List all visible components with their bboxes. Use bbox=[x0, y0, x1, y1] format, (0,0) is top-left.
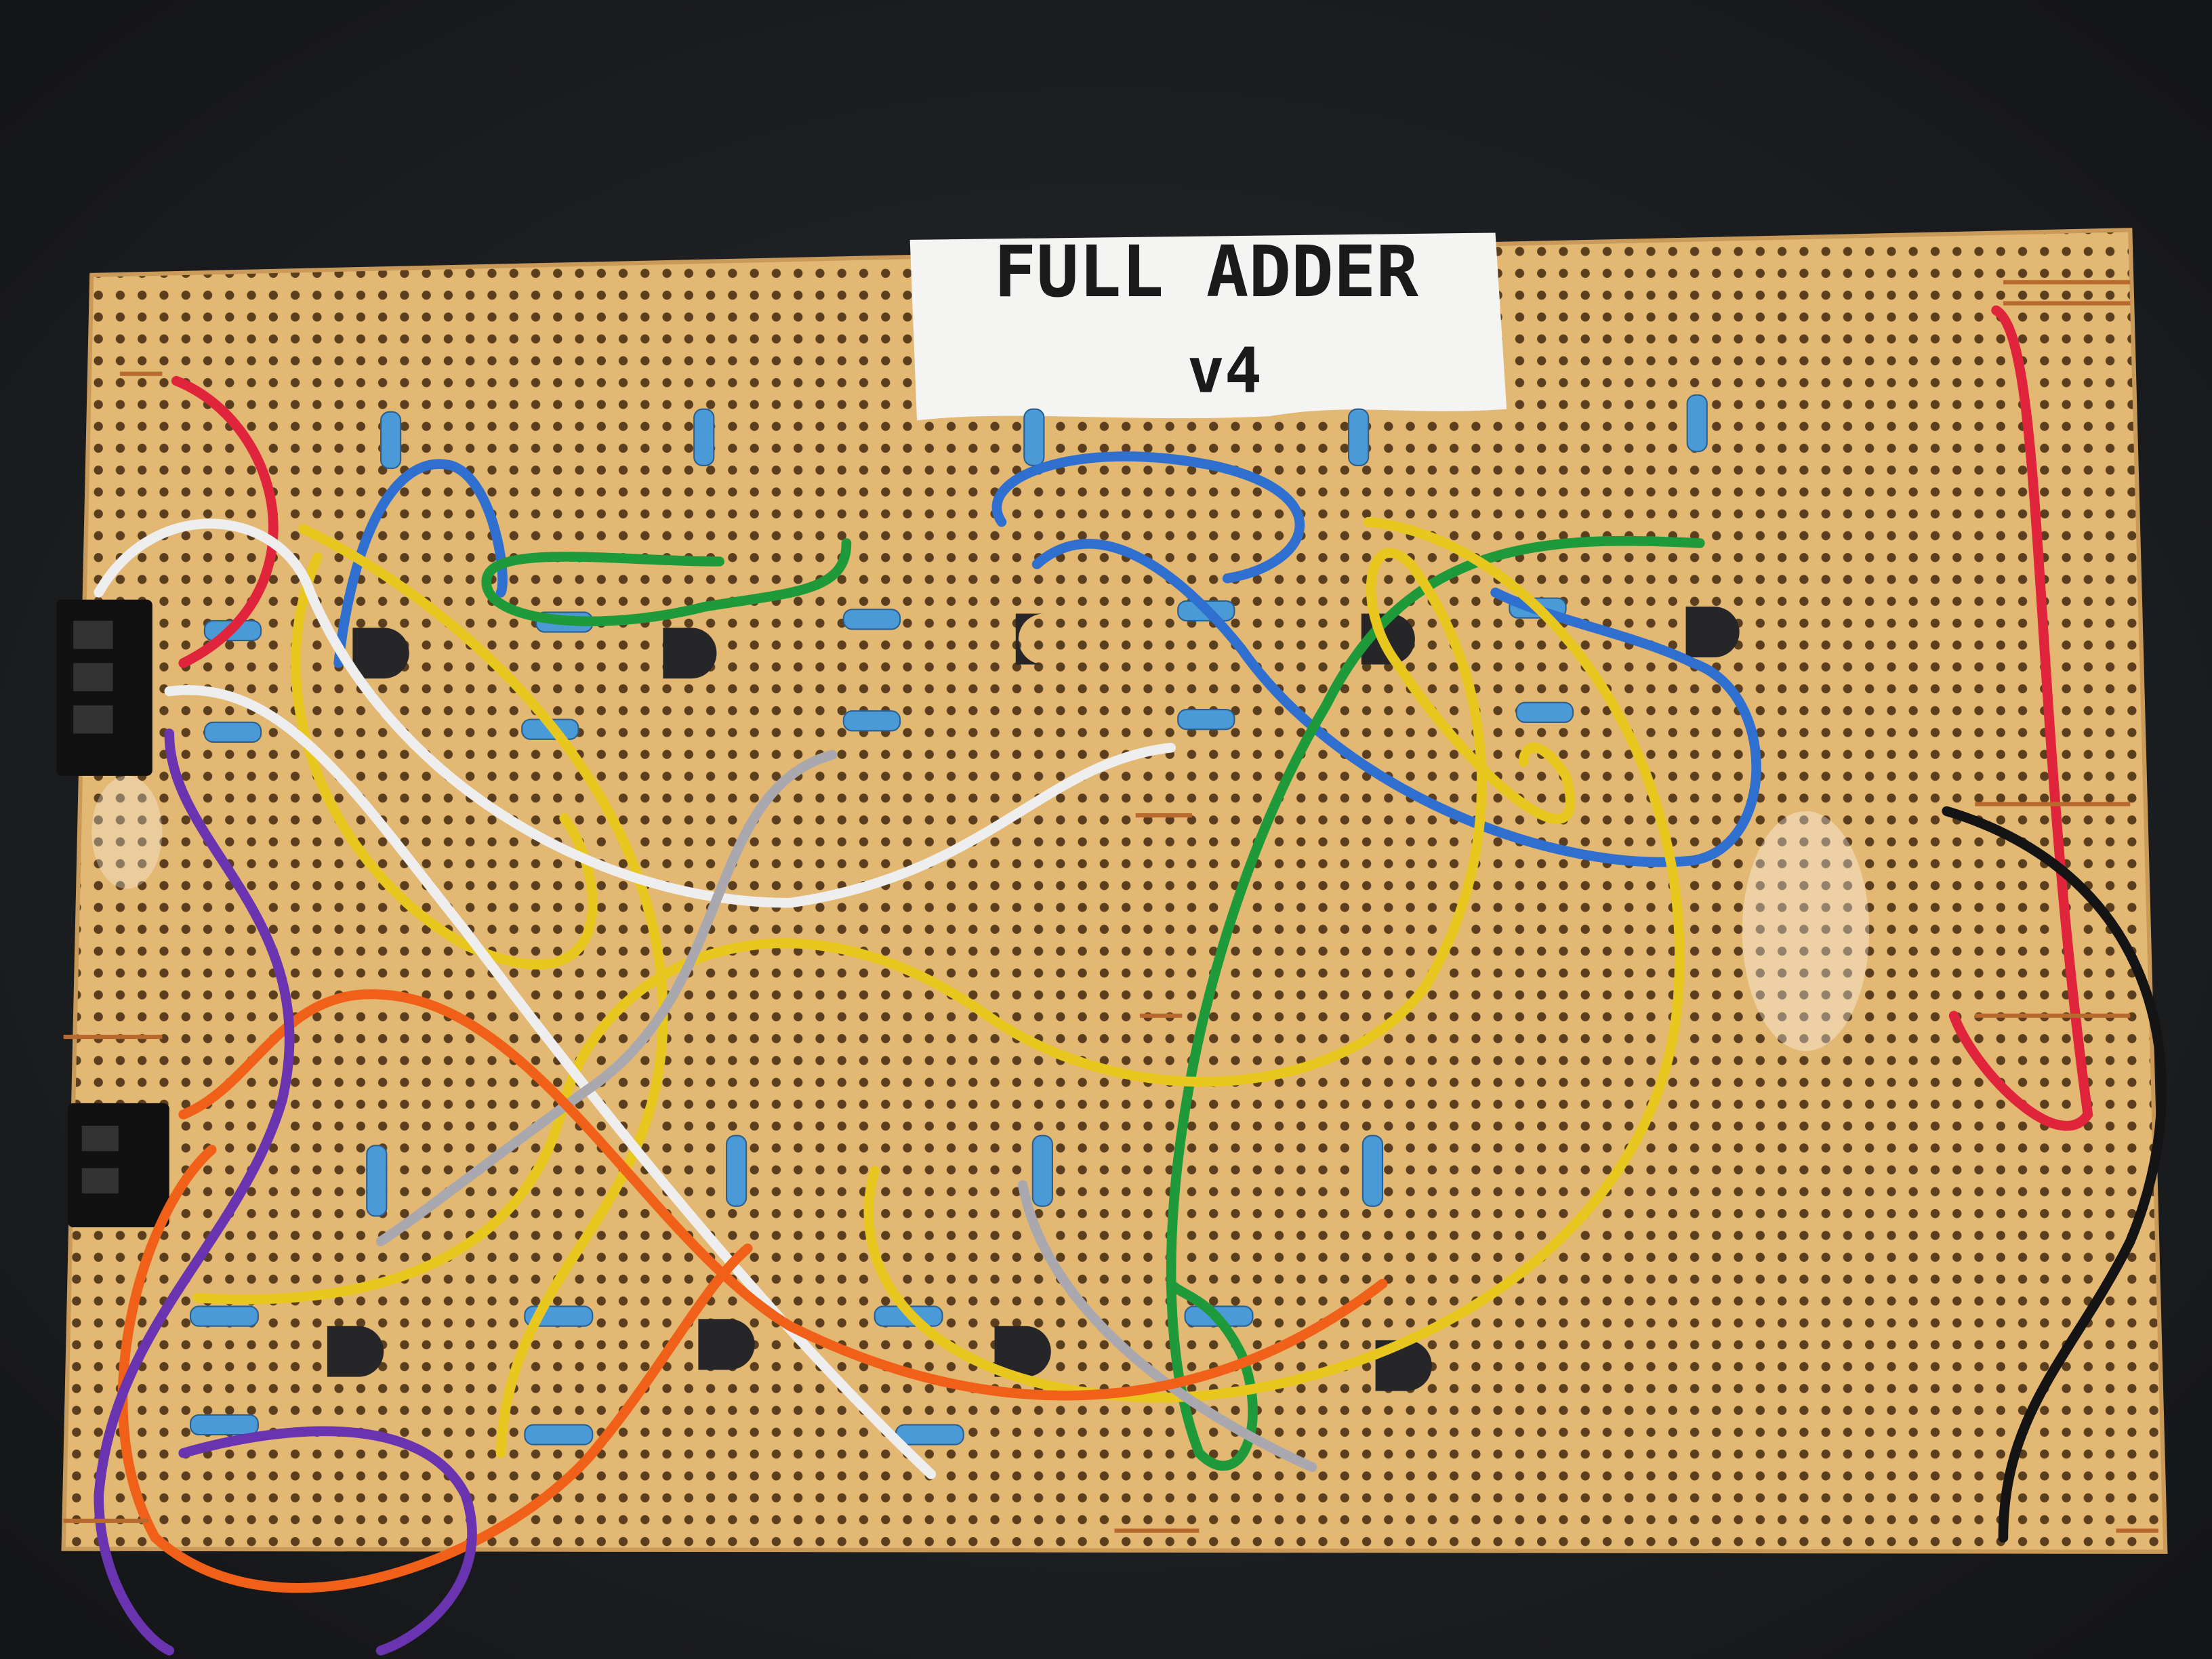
wire-gray bbox=[1017, 1180, 1317, 1473]
wire-purple bbox=[94, 729, 295, 1656]
wire-white bbox=[164, 685, 937, 1479]
resistor bbox=[203, 721, 262, 743]
copper-staples bbox=[63, 280, 2158, 1533]
resistor bbox=[1023, 408, 1045, 466]
resistor bbox=[693, 408, 715, 466]
resistor bbox=[1686, 394, 1708, 453]
wire-yellow bbox=[863, 516, 1685, 1403]
resistor bbox=[366, 1145, 388, 1217]
resistor bbox=[1361, 1134, 1384, 1207]
resistor bbox=[189, 1305, 259, 1327]
wire-orange bbox=[117, 1145, 753, 1593]
wire-black-right bbox=[1942, 806, 2167, 1543]
glue-blob bbox=[91, 775, 163, 889]
paper-label: FULL ADDER v4 bbox=[909, 230, 1507, 421]
wire-red-left bbox=[171, 375, 279, 668]
glue-blob bbox=[1742, 811, 1870, 1051]
transistor bbox=[994, 1326, 1051, 1377]
wire-yellow bbox=[291, 552, 598, 970]
transistor bbox=[698, 1319, 755, 1370]
label-version: v4 bbox=[1187, 335, 1262, 407]
transistor bbox=[352, 628, 409, 679]
header-connector-bottom bbox=[67, 1103, 169, 1228]
resistor bbox=[189, 1414, 259, 1436]
wire-white bbox=[94, 518, 1176, 908]
wire-purple bbox=[178, 1426, 477, 1656]
resistor bbox=[895, 1424, 964, 1446]
resistor bbox=[1515, 701, 1574, 723]
wires bbox=[94, 305, 2167, 1656]
transistor bbox=[1685, 607, 1740, 658]
wire-blue bbox=[1031, 539, 1761, 867]
label-title: FULL ADDER bbox=[994, 230, 1418, 313]
resistor bbox=[842, 710, 901, 732]
header-connector-top bbox=[56, 599, 152, 776]
resistor bbox=[842, 609, 901, 630]
resistor bbox=[1177, 709, 1235, 731]
wire-gray bbox=[375, 750, 838, 1247]
resistor bbox=[726, 1134, 747, 1207]
wire-blue bbox=[991, 451, 1305, 583]
resistor bbox=[380, 411, 402, 470]
wire-green bbox=[481, 538, 852, 626]
transistor bbox=[1015, 613, 1044, 665]
resistor bbox=[1031, 1134, 1053, 1207]
transistor bbox=[663, 628, 717, 679]
transistor bbox=[327, 1326, 384, 1377]
wire-orange bbox=[178, 989, 1388, 1401]
wire-blue bbox=[333, 459, 508, 668]
resistor bbox=[524, 1424, 594, 1446]
resistor bbox=[1348, 408, 1370, 466]
